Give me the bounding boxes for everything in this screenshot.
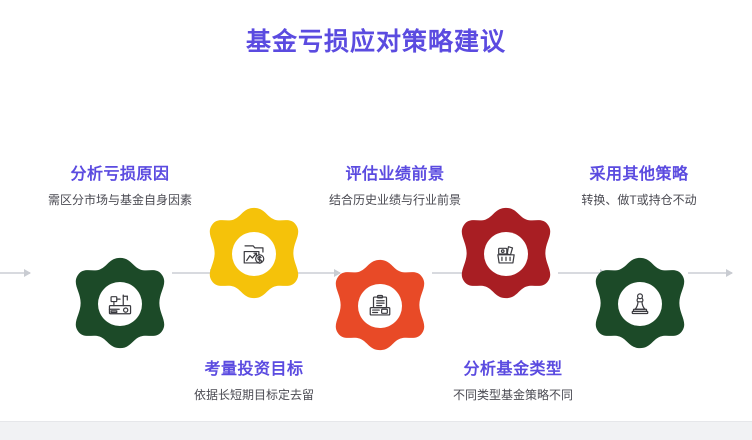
step-head-3: 评估业绩前景	[345, 166, 445, 183]
factory-analysis-icon	[108, 294, 132, 315]
footer-band	[0, 421, 752, 440]
icon-disc-3	[358, 284, 402, 328]
step-caption-3: 评估业绩前景 结合历史业绩与行业前景	[280, 160, 510, 208]
step-node-5[interactable]	[592, 256, 688, 352]
step-head-2: 考量投资目标	[204, 361, 304, 378]
step-node-2[interactable]	[206, 206, 302, 302]
connector-arrow-2	[292, 269, 341, 277]
step-sub-5: 转换、做T或持仓不动	[581, 193, 697, 207]
step-sub-3: 结合历史业绩与行业前景	[328, 193, 461, 207]
step-head-4: 分析基金类型	[463, 361, 563, 378]
icon-disc-1	[98, 282, 142, 326]
connector-arrow-5	[688, 269, 733, 277]
icon-disc-4	[484, 232, 528, 276]
icon-disc-2	[232, 232, 276, 276]
step-caption-4: 分析基金类型 不同类型基金策略不同	[398, 355, 628, 403]
chart-money-icon	[243, 245, 265, 264]
step-sub-4: 不同类型基金策略不同	[452, 388, 573, 402]
step-caption-1: 分析亏损原因 需区分市场与基金自身因素	[5, 160, 235, 208]
step-node-4[interactable]	[458, 206, 554, 302]
step-head-5: 采用其他策略	[589, 166, 689, 183]
icon-disc-5	[618, 282, 662, 326]
step-node-3[interactable]	[332, 258, 428, 354]
chess-pawn-icon	[631, 293, 649, 315]
step-sub-1: 需区分市场与基金自身因素	[47, 193, 192, 207]
step-head-1: 分析亏损原因	[70, 166, 170, 183]
step-node-1[interactable]	[72, 256, 168, 352]
page-title: 基金亏损应对策略建议	[245, 28, 506, 56]
step-caption-2: 考量投资目标 依据长短期目标定去留	[139, 355, 369, 403]
step-sub-2: 依据长短期目标定去留	[193, 388, 314, 402]
connector-arrow-0	[0, 269, 31, 277]
step-caption-5: 采用其他策略 转换、做T或持仓不动	[524, 160, 752, 208]
clipboard-report-icon	[369, 294, 391, 316]
money-basket-icon	[497, 246, 515, 264]
